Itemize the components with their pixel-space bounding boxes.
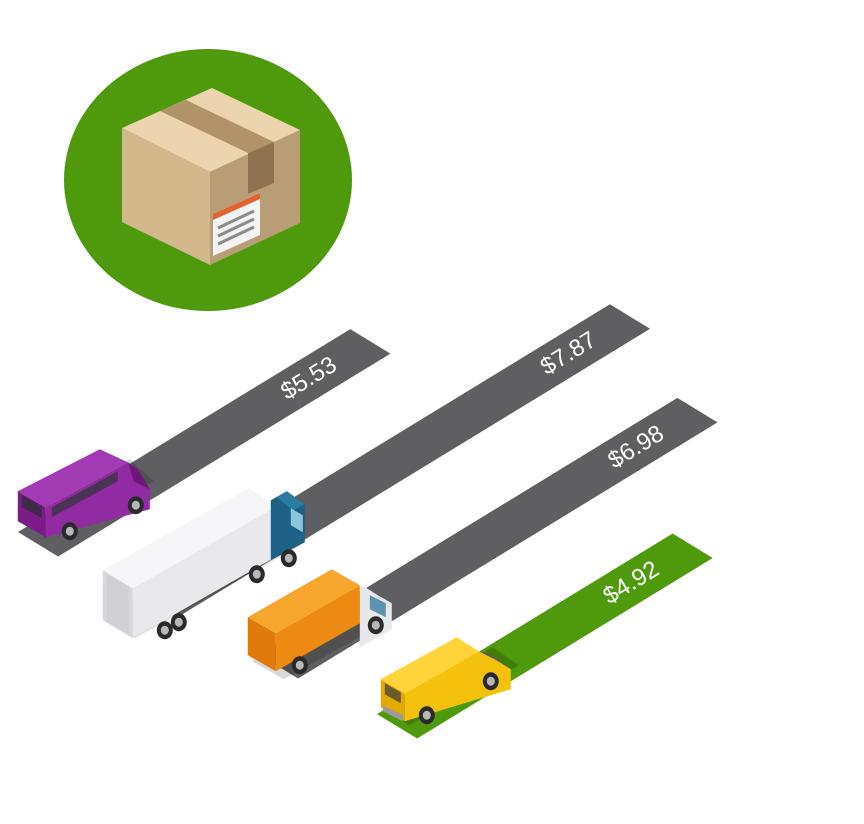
purple-van-icon xyxy=(17,449,154,541)
cardboard-box-icon xyxy=(122,88,300,265)
yellow-van-icon xyxy=(380,637,519,726)
orange-small-truck-icon xyxy=(247,569,392,680)
lanes xyxy=(18,304,718,739)
white-box-truck-icon xyxy=(102,488,305,640)
vehicles xyxy=(17,449,519,726)
badge xyxy=(64,49,352,311)
